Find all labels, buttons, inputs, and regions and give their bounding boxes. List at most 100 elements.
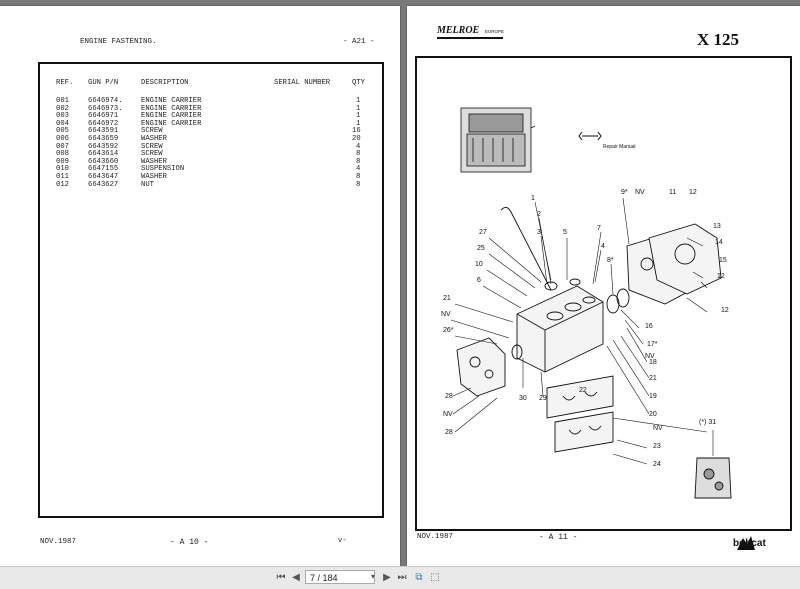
row-qty: 8	[356, 150, 361, 159]
table-row: 002 6646973. ENGINE CARRIER 1	[0, 105, 400, 113]
right-page: MELROE EUROPE X 125 Repair Manual	[407, 6, 800, 566]
diagram-callout: NV	[653, 425, 663, 432]
row-part-number: 6646973.	[88, 104, 123, 113]
row-qty: 8	[356, 157, 361, 166]
parts-list-frame	[38, 62, 384, 518]
footer-page-number: - A 10 -	[170, 538, 209, 547]
footer-mark: v-	[338, 537, 347, 545]
chevron-down-icon[interactable]: ▾	[370, 572, 375, 581]
row-qty: 16	[352, 127, 361, 136]
col-part-number: GUN P/N	[88, 79, 119, 87]
save-icon[interactable]: ⬚	[430, 572, 440, 583]
engine-thumbnail	[460, 107, 536, 173]
footer-date-right: NOV.1987	[417, 533, 454, 541]
row-ref: 005	[56, 127, 69, 136]
diagram-callout: 21	[443, 295, 451, 302]
row-description: SUSPENSION	[141, 165, 185, 174]
diagram-callout: 18	[649, 359, 657, 366]
row-ref: 008	[56, 150, 69, 159]
diagram-callout: 20	[649, 411, 657, 418]
diagram-callout: 1	[531, 195, 535, 202]
row-ref: 002	[56, 104, 69, 113]
diagram-callout: 14	[715, 239, 723, 246]
diagram-callout: 21	[649, 375, 657, 382]
row-part-number: 6646974.	[88, 97, 123, 105]
row-qty: 1	[356, 97, 361, 105]
diagram-callout: 12	[689, 189, 697, 196]
diagram-callout: 2	[537, 211, 541, 218]
row-qty: 1	[356, 104, 361, 113]
prev-page-icon[interactable]: ◀	[292, 572, 300, 583]
row-ref: 003	[56, 112, 69, 121]
brand-logo: MELROE	[437, 25, 480, 36]
diagram-callout: 17*	[647, 341, 658, 348]
row-description: SCREW	[141, 150, 163, 159]
diagram-callout: 8*	[607, 257, 614, 264]
row-qty: 4	[356, 165, 361, 174]
page-number-input[interactable]: 7 / 184	[305, 570, 375, 584]
row-part-number: 6647155	[88, 165, 119, 174]
left-page: ENGINE FASTENING. - A21 - REF. GUN P/N D…	[0, 6, 400, 566]
first-page-icon[interactable]: ⏮	[276, 572, 286, 583]
row-qty: 20	[352, 135, 361, 143]
row-ref: 001	[56, 97, 69, 105]
diagram-callout: 5	[563, 229, 567, 236]
bobcat-mascot-icon	[717, 516, 755, 550]
last-page-icon[interactable]: ⏭	[397, 572, 407, 583]
diagram-callout: 13	[713, 223, 721, 230]
row-description: ENGINE CARRIER	[141, 112, 202, 121]
row-part-number: 6643614	[88, 150, 119, 159]
diagram-frame	[415, 56, 792, 531]
section-title: ENGINE FASTENING.	[80, 38, 157, 46]
diagram-callout: 27	[479, 229, 487, 236]
row-description: WASHER	[141, 157, 167, 166]
diagram-callout: 10	[475, 261, 483, 268]
row-qty: 8	[356, 180, 361, 189]
diagram-callout: 22	[579, 387, 587, 394]
brand-sub: EUROPE	[485, 29, 505, 34]
viewer-toolbar: ⏮ ◀ 7 / 184 ▾ ▶ ⏭ ⧉ ⬚	[0, 566, 800, 589]
col-qty: QTY	[352, 79, 365, 87]
diagram-callout: 25	[477, 245, 485, 252]
row-qty: 1	[356, 119, 361, 128]
row-description: WASHER	[141, 135, 167, 143]
diagram-callout: 28	[445, 393, 453, 400]
row-ref: 009	[56, 157, 69, 166]
row-qty: 8	[356, 173, 361, 181]
diagram-callout: 26*	[443, 327, 454, 334]
row-description: ENGINE CARRIER	[141, 104, 202, 113]
fit-page-icon[interactable]: ⧉	[415, 572, 423, 583]
row-part-number: 6643592	[88, 142, 119, 151]
footer-date: NOV.1987	[40, 538, 77, 546]
section-page-ref: - A21 -	[343, 38, 375, 46]
next-page-icon[interactable]: ▶	[383, 572, 391, 583]
rear-gasket	[456, 337, 506, 397]
diagram-callout: 29	[539, 395, 547, 402]
diagram-callout: 15	[719, 257, 727, 264]
row-ref: 011	[56, 173, 69, 181]
timing-cover	[648, 223, 722, 295]
leader-lines	[450, 197, 714, 465]
row-qty: 4	[356, 142, 361, 151]
row-ref: 007	[56, 142, 69, 151]
row-description: NUT	[141, 180, 154, 189]
diagram-callout: 6	[477, 277, 481, 284]
diagram-callout: NV	[443, 411, 453, 418]
footer-page-number-right: - A 11 -	[539, 533, 578, 542]
row-qty: 1	[356, 112, 361, 121]
diagram-callout: 9*	[621, 189, 628, 196]
kit-callout: (*) 31	[699, 419, 716, 426]
diagram-callout: 19	[649, 393, 657, 400]
gasket-kit-bag	[694, 457, 732, 499]
cylinder-block	[516, 285, 604, 373]
diagram-callout: 28	[445, 429, 453, 436]
diagram-callout: 4	[601, 243, 605, 250]
row-part-number: 6643659	[88, 135, 119, 143]
